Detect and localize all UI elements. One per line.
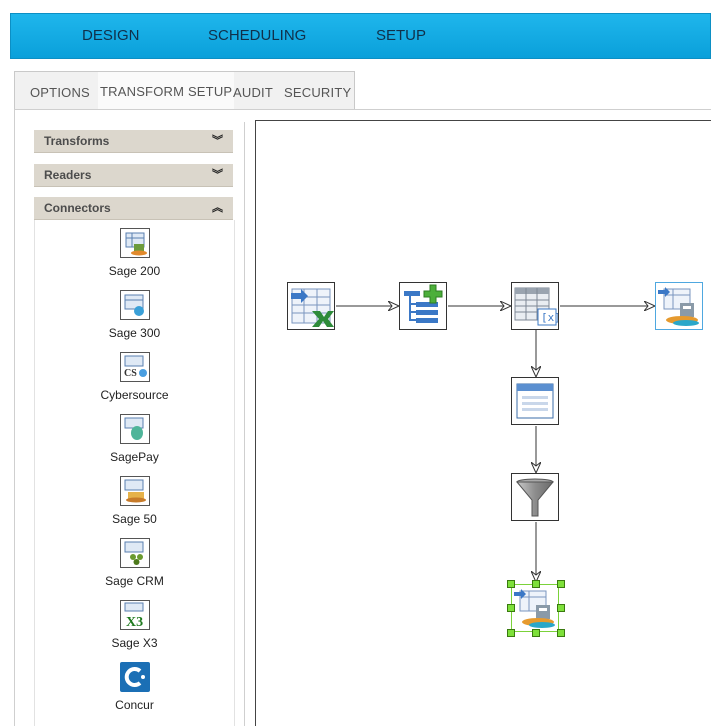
svg-text:X3: X3 — [126, 615, 143, 630]
connector-label: Sage X3 — [111, 636, 158, 650]
sage-connector-icon — [658, 287, 699, 326]
connector-label: Sage CRM — [105, 574, 164, 588]
tab-audit[interactable]: AUDIT — [233, 85, 273, 100]
tab-underline — [14, 109, 711, 110]
chevron-down-icon: ︾ — [212, 169, 223, 181]
tab-security[interactable]: SECURITY — [284, 85, 352, 100]
cybersource-icon: CS — [119, 352, 150, 382]
add-rows-icon — [404, 284, 443, 323]
sage-x3-icon: X3 — [119, 600, 150, 630]
node-filter[interactable] — [511, 473, 559, 521]
node-sage-writer[interactable] — [655, 282, 703, 330]
sage-300-icon — [119, 290, 150, 320]
concur-icon — [119, 662, 150, 692]
resize-handle[interactable] — [507, 604, 515, 612]
formula-table-icon: [x] — [514, 287, 561, 326]
funnel-icon — [515, 478, 555, 517]
design-canvas[interactable]: [x] — [255, 120, 711, 726]
chevron-down-icon: ︾ — [212, 135, 223, 147]
node-excel-reader[interactable] — [287, 282, 335, 330]
resize-handle[interactable] — [532, 580, 540, 588]
nav-scheduling[interactable]: SCHEDULING — [208, 27, 307, 44]
resize-handle[interactable] — [507, 629, 515, 637]
node-add-rows[interactable] — [399, 282, 447, 330]
connector-label: Concur — [115, 698, 154, 712]
accordion-transforms[interactable]: Transforms ︾ — [34, 130, 233, 153]
connectors-list: Sage 200 Sage 300 CS Cybersource — [34, 220, 235, 726]
connector-sage-50[interactable]: Sage 50 — [35, 476, 234, 526]
node-form-window[interactable] — [511, 377, 559, 425]
node-formula[interactable]: [x] — [511, 282, 561, 330]
accordion-label: Transforms — [44, 134, 110, 148]
sage-50-icon — [119, 476, 150, 506]
nav-design[interactable]: DESIGN — [82, 27, 140, 44]
connector-label: Sage 300 — [108, 326, 161, 340]
connector-label: Cybersource — [100, 388, 169, 402]
sage-200-icon — [119, 228, 150, 258]
sub-tab-bar: OPTIONS TRANSFORM SETUP AUDIT SECURITY — [14, 71, 355, 110]
window-icon — [516, 383, 554, 419]
connector-sagepay[interactable]: SagePay — [35, 414, 234, 464]
tab-transform-setup[interactable]: TRANSFORM SETUP — [98, 72, 235, 110]
left-border — [14, 110, 15, 726]
excel-reader-icon — [291, 288, 334, 327]
resize-handle[interactable] — [557, 604, 565, 612]
svg-text:CS: CS — [124, 368, 137, 379]
resize-handle[interactable] — [557, 629, 565, 637]
connector-label: Sage 50 — [112, 512, 157, 526]
sagepay-icon — [119, 414, 150, 444]
top-nav-bar: DESIGN SCHEDULING SETUP — [10, 13, 711, 59]
resize-handle[interactable] — [507, 580, 515, 588]
accordion-label: Connectors — [44, 201, 111, 215]
sage-connector-icon — [514, 589, 555, 628]
connector-label: SagePay — [110, 450, 159, 464]
palette-panel: Transforms ︾ Readers ︾ Connectors ︽ Sage… — [34, 130, 235, 726]
panel-divider — [244, 122, 245, 726]
connector-cybersource[interactable]: CS Cybersource — [35, 352, 234, 402]
tab-options[interactable]: OPTIONS — [30, 85, 90, 100]
connector-sage-crm[interactable]: Sage CRM — [35, 538, 234, 588]
node-sage-writer-selected[interactable] — [511, 584, 559, 632]
connector-sage-200[interactable]: Sage 200 — [35, 228, 234, 278]
connector-concur[interactable]: Concur — [35, 662, 234, 712]
accordion-readers[interactable]: Readers ︾ — [34, 164, 233, 187]
connection-lines — [336, 121, 712, 727]
sage-crm-icon — [119, 538, 150, 568]
chevron-up-icon: ︽ — [212, 202, 223, 214]
connector-sage-x3[interactable]: X3 Sage X3 — [35, 600, 234, 650]
accordion-label: Readers — [44, 168, 92, 182]
resize-handle[interactable] — [557, 580, 565, 588]
svg-text:[x]: [x] — [541, 311, 558, 324]
nav-setup[interactable]: SETUP — [376, 27, 427, 44]
connector-sage-300[interactable]: Sage 300 — [35, 290, 234, 340]
connector-label: Sage 200 — [108, 264, 161, 278]
resize-handle[interactable] — [532, 629, 540, 637]
accordion-connectors[interactable]: Connectors ︽ — [34, 197, 233, 220]
